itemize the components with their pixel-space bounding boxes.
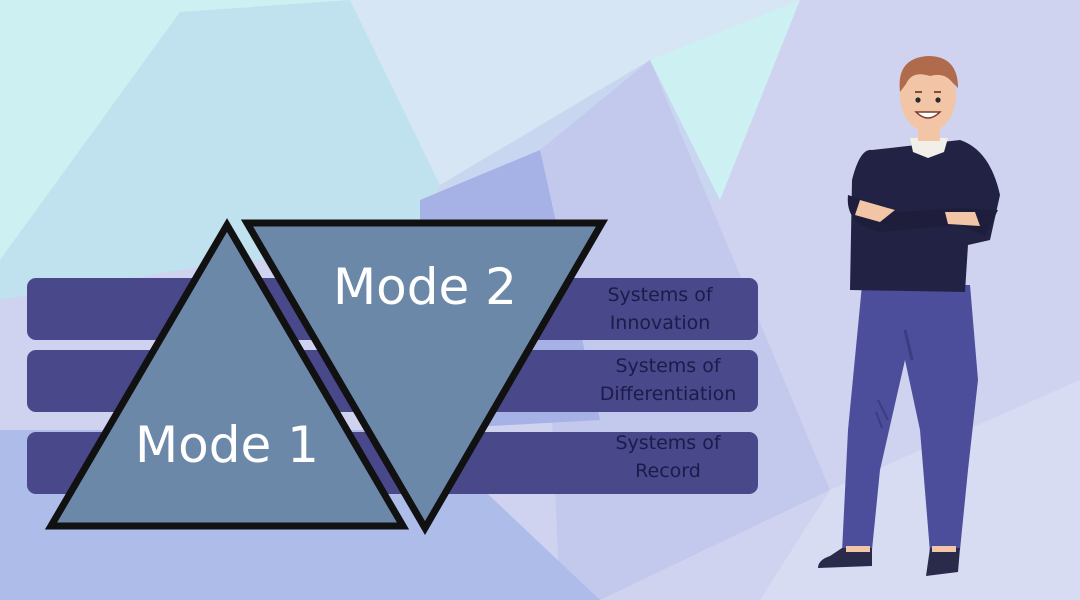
person-trousers (842, 285, 978, 552)
mode-2-label: Mode 2 (333, 258, 517, 316)
layer-label-line: Record (635, 460, 701, 482)
mode-2-triangle (240, 219, 609, 535)
person-hand (855, 200, 895, 222)
layer-label-line: Systems of (615, 355, 721, 377)
layer-label-line: Differentiation (599, 383, 737, 405)
layer-label-innovation: Systems of Innovation (578, 281, 742, 337)
layer-label-line: Systems of (615, 432, 721, 454)
person-illustration (818, 56, 1000, 576)
person-hair (899, 56, 958, 92)
person-hand (945, 212, 980, 226)
person-collar (910, 138, 948, 158)
background-shape (760, 380, 1080, 600)
mode-1-label: Mode 1 (135, 416, 319, 474)
person-right-shoe (926, 548, 960, 576)
layer-label-record: Systems of Record (578, 429, 758, 485)
person-head (900, 60, 956, 132)
mode-1-triangle (44, 218, 410, 530)
layer-label-line: Innovation (609, 312, 711, 334)
person-left-shoe (818, 548, 872, 568)
layer-label-line: Systems of (607, 284, 713, 306)
background-shape (350, 0, 800, 185)
layer-label-differentiation: Systems of Differentiation (578, 352, 758, 408)
person-arms (847, 195, 998, 236)
